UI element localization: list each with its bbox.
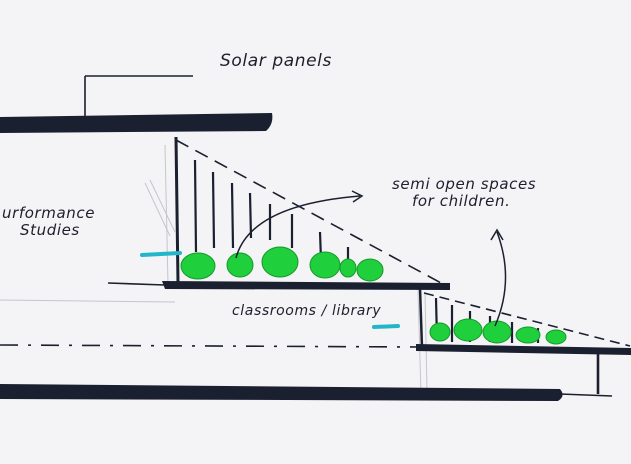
ground-dashdot-line [0,344,421,348]
performance-studies-label: urformance Studies [2,204,96,240]
base-right-line [559,393,613,397]
upper-greenery [180,246,384,282]
upper-left-ground [107,282,166,286]
semi-open-label-line2: for children. [412,192,511,211]
upper-canopy-line [175,139,444,285]
lower-canopy-line [423,292,631,347]
lower-terrace-slab [416,344,631,355]
semi-open-spaces-label: semi open spaces for children. [392,175,537,211]
annotation-arrows [235,190,507,327]
solar-panels-label: Solar panels [220,51,332,71]
lower-greenery [429,318,567,345]
cyan-markers [140,251,400,329]
upper-terrace-slab [162,281,450,290]
lower-wall [418,287,424,349]
upper-fins [193,159,350,266]
performance-label-line2: Studies [20,221,80,240]
solar-panel-leader [84,75,193,117]
semi-open-label-line1: semi open spaces [392,175,537,193]
base-slab [0,384,563,401]
upper-wall [174,136,180,284]
classrooms-library-label: classrooms / library [232,303,382,319]
performance-label-line1: urformance [2,204,96,222]
roof-slab [0,113,273,133]
